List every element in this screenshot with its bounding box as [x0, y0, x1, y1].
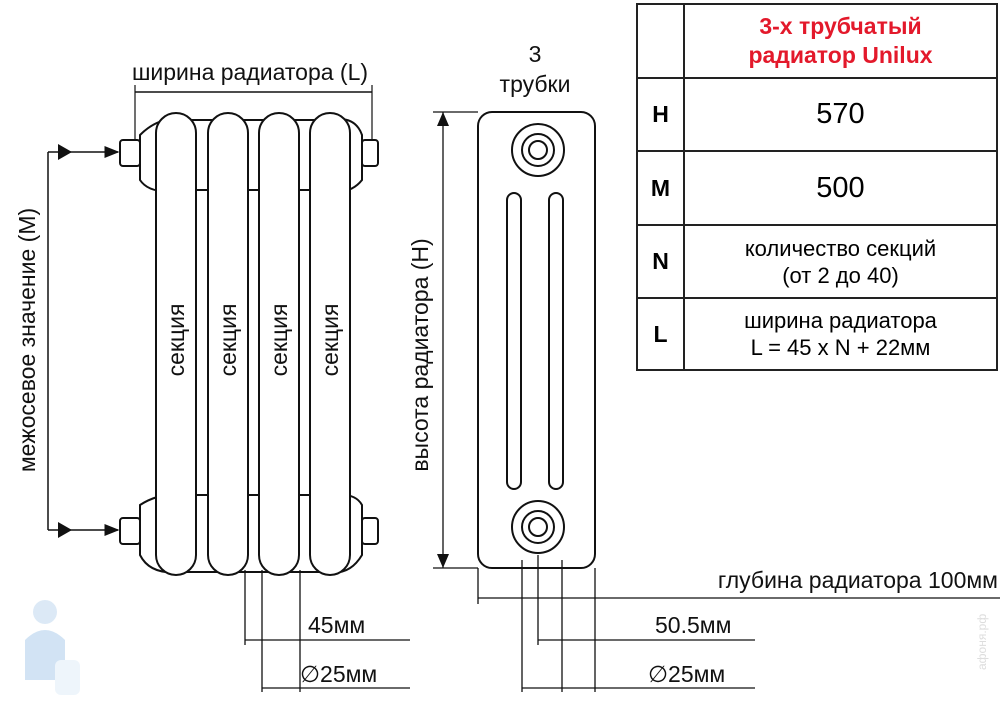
table-row: H 570: [636, 77, 998, 152]
title-line1: 3-х трубчатый: [759, 13, 922, 39]
section-label: секция: [215, 304, 241, 377]
width-label: ширина радиатора (L): [132, 59, 368, 85]
row-value-line2: (от 2 до 40): [782, 262, 899, 288]
tubes-word: трубки: [500, 71, 571, 97]
tubes-count: 3: [529, 41, 542, 67]
row-key: N: [636, 224, 685, 299]
table-corner-cell: [636, 3, 685, 79]
height-dimension: [433, 111, 478, 569]
row-key: L: [636, 297, 685, 371]
table-title: 3-х трубчатый радиатор Unilux: [683, 3, 998, 79]
section-label: секция: [317, 304, 343, 377]
plumber-logo-icon: [25, 600, 80, 695]
watermark: афоня.рф: [975, 613, 989, 670]
axis-label: межосевое значение (M): [14, 208, 40, 472]
axis-dimension: межосевое значение (M): [14, 144, 120, 538]
title-line2: радиатор Unilux: [748, 42, 933, 68]
tube-diameter-label: ∅25мм: [300, 661, 377, 687]
specs-table: 3-х трубчатый радиатор Unilux H 570 M 500…: [636, 3, 998, 371]
width-dimension: ширина радиатора (L): [132, 59, 373, 140]
row-value-line2: L = 45 x N + 22мм: [750, 335, 931, 360]
height-label: высота радиатора (H): [407, 238, 433, 471]
row-value: 500: [683, 150, 998, 226]
row-value-line1: количество секций: [744, 235, 937, 261]
row-key: H: [636, 77, 685, 152]
radiator-front-view: [119, 112, 379, 576]
offset-dimension-label: 50.5мм: [655, 612, 731, 638]
row-value-line1: ширина радиатора: [744, 308, 937, 333]
radiator-side-view: [477, 111, 596, 569]
pitch-dimension-label: 45мм: [308, 612, 365, 638]
row-key: M: [636, 150, 685, 226]
section-label: секция: [163, 304, 189, 377]
section-label: секция: [266, 304, 292, 377]
table-row: M 500: [636, 150, 998, 226]
side-bottom-dimensions: [477, 555, 1000, 692]
side-tube-diameter-label: ∅25мм: [648, 661, 725, 687]
row-value: 570: [683, 77, 998, 152]
front-bottom-dimensions: [244, 570, 410, 692]
table-row: N количество секций(от 2 до 40): [636, 224, 998, 299]
row-value: количество секций(от 2 до 40): [683, 224, 998, 299]
depth-label: глубина радиатора 100мм: [718, 567, 998, 593]
